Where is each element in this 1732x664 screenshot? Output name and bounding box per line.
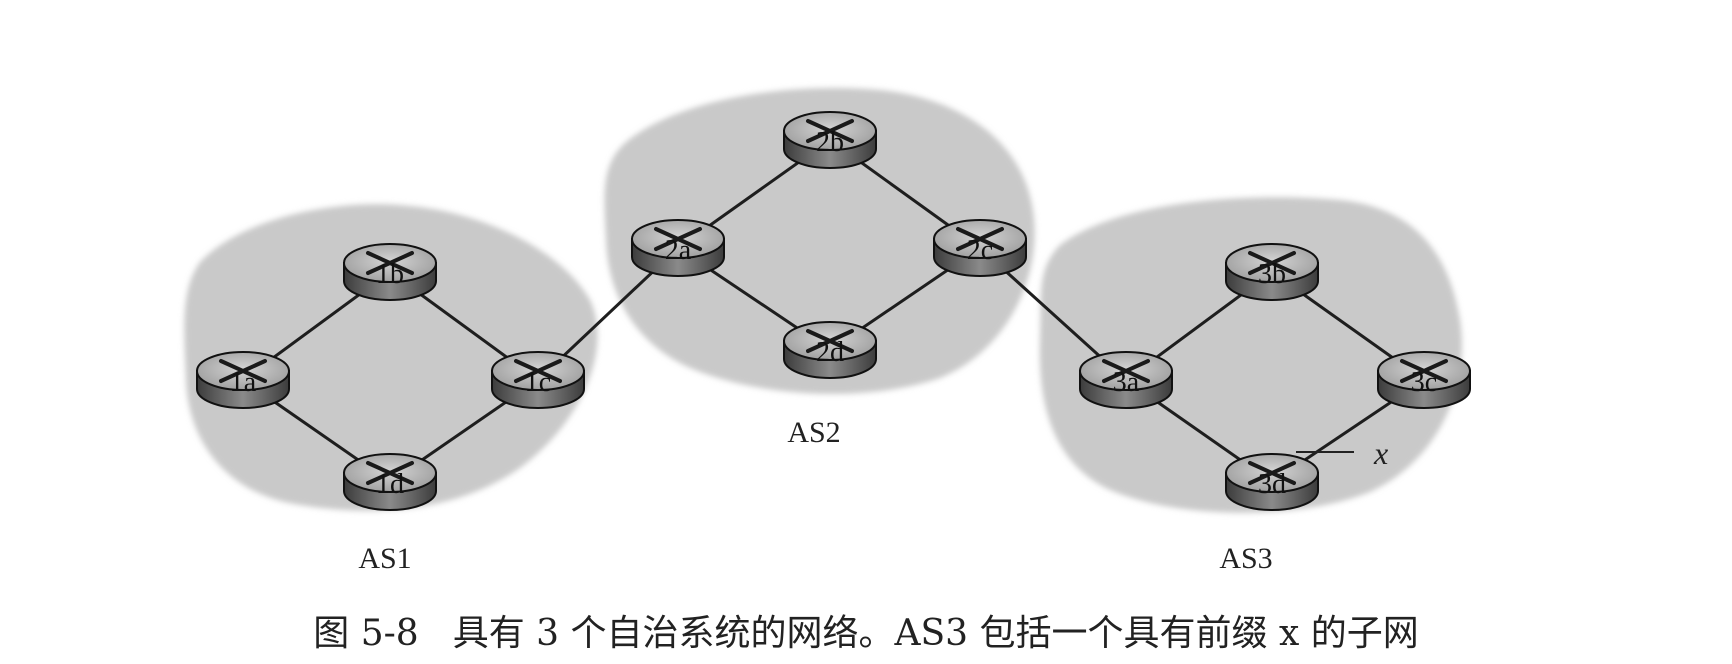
router-1a: 1a xyxy=(196,351,290,409)
subnet-x: x xyxy=(1296,435,1388,471)
as2-region xyxy=(604,88,1035,394)
as1-label: AS1 xyxy=(358,542,411,575)
router-label: 2d xyxy=(816,337,844,368)
router-2d: 2d xyxy=(783,321,877,379)
router-arrows-icon xyxy=(806,329,854,353)
router-arrows-icon xyxy=(219,359,267,383)
router-arrows-icon xyxy=(806,119,854,143)
router-3a: 3a xyxy=(1079,351,1173,409)
router-arrows-icon xyxy=(956,227,1004,251)
router-1b: 1b xyxy=(343,243,437,301)
as1-region xyxy=(184,204,598,511)
network-diagram: x 1a 1b 1c 1d 2a 2b 2c 2d 3a 3b 3c 3d AS1 AS2 AS3 xyxy=(184,88,1471,575)
router-2c: 2c xyxy=(933,219,1027,277)
as3-region xyxy=(1039,197,1462,513)
router-arrows-icon xyxy=(1248,461,1296,485)
router-label: 2b xyxy=(816,127,844,158)
router-label: 1d xyxy=(376,469,404,500)
router-label: 1b xyxy=(376,259,404,290)
router-arrows-icon xyxy=(654,227,702,251)
router-2b: 2b xyxy=(783,111,877,169)
router-label: 1c xyxy=(525,367,551,398)
router-3c: 3c xyxy=(1377,351,1471,409)
router-label: 2a xyxy=(665,235,692,266)
router-1c: 1c xyxy=(491,351,585,409)
router-arrows-icon xyxy=(1102,359,1150,383)
routers: 1a 1b 1c 1d 2a 2b 2c 2d 3a 3b 3c 3d xyxy=(196,111,1471,511)
as-regions xyxy=(184,88,1462,513)
router-3d: 3d xyxy=(1225,453,1319,511)
router-arrows-icon xyxy=(366,461,414,485)
as3-label: AS3 xyxy=(1219,542,1272,575)
router-label: 1a xyxy=(230,367,257,398)
router-label: 3a xyxy=(1113,367,1140,398)
router-arrows-icon xyxy=(366,251,414,275)
router-2a: 2a xyxy=(631,219,725,277)
router-arrows-icon xyxy=(514,359,562,383)
router-label: 3d xyxy=(1258,469,1286,500)
subnet-label: x xyxy=(1373,435,1388,471)
router-1d: 1d xyxy=(343,453,437,511)
figure-caption: 图 5-8 具有 3 个自治系统的网络。AS3 包括一个具有前缀 x 的子网 xyxy=(0,604,1732,654)
figure-caption-text: 具有 3 个自治系统的网络。AS3 包括一个具有前缀 x 的子网 xyxy=(452,613,1419,654)
router-label: 2c xyxy=(967,235,993,266)
router-label: 3c xyxy=(1411,367,1437,398)
router-label: 3b xyxy=(1258,259,1286,290)
router-3b: 3b xyxy=(1225,243,1319,301)
router-arrows-icon xyxy=(1248,251,1296,275)
figure-number: 图 5-8 xyxy=(313,613,419,654)
as-labels: AS1 AS2 AS3 xyxy=(358,416,1272,575)
as2-label: AS2 xyxy=(787,416,840,449)
router-arrows-icon xyxy=(1400,359,1448,383)
